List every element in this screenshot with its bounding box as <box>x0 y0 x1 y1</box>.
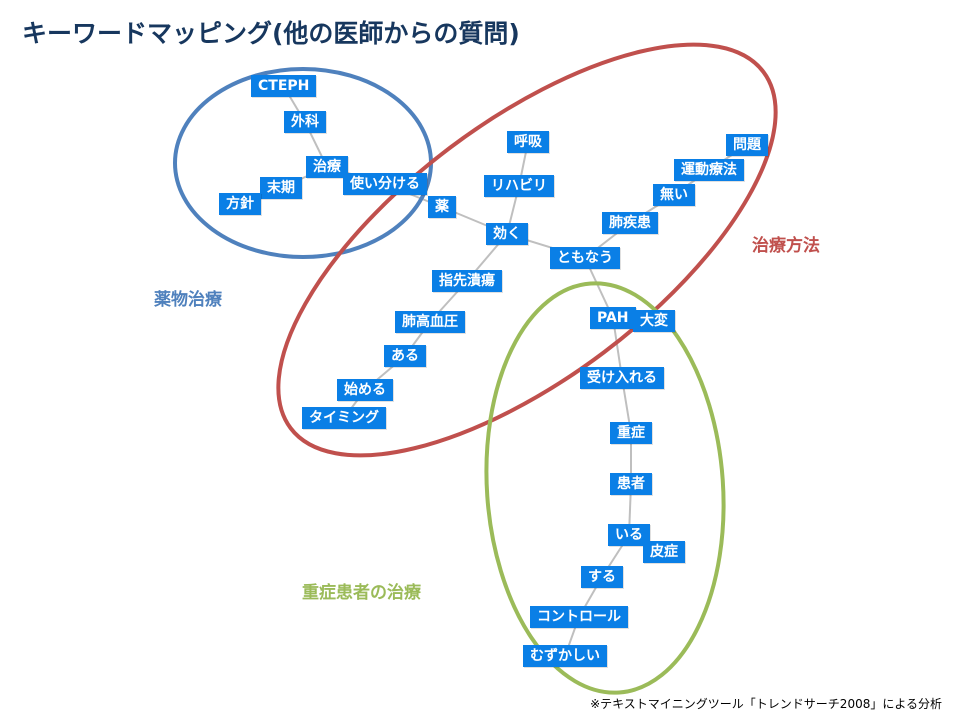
page-title: キーワードマッピング(他の医師からの質問) <box>22 19 520 48</box>
keyword-node-kanja: 患者 <box>610 473 652 495</box>
group-label-method: 治療方法 <box>752 236 820 256</box>
keyword-node-ukeireru: 受け入れる <box>580 367 664 389</box>
footnote: ※テキストマイニングツール「トレンドサーチ2008」による分析 <box>590 697 942 711</box>
keyword-node-hisho: 皮症 <box>643 541 685 563</box>
group-label-severe: 重症患者の治療 <box>302 583 421 603</box>
keyword-node-nai: 無い <box>653 184 695 206</box>
keyword-node-cteph: CTEPH <box>251 75 317 97</box>
keyword-node-shikkan: 肺疾患 <box>602 212 658 234</box>
keyword-node-kokyu: 呼吸 <box>507 131 549 153</box>
keyword-node-hajimeru: 始める <box>337 379 393 401</box>
group-label-drug: 薬物治療 <box>154 290 222 310</box>
keyword-node-taihen: 大変 <box>633 310 675 332</box>
group-ellipse-severe <box>484 281 726 695</box>
keyword-node-kiku: 効く <box>486 223 528 245</box>
keyword-node-rihabiri: リハビリ <box>484 175 554 197</box>
keyword-node-kusuri: 薬 <box>428 196 456 218</box>
keyword-node-chiryo: 治療 <box>306 156 348 178</box>
keyword-node-geka: 外科 <box>284 111 326 133</box>
keyword-node-hai_ketsuatsu: 肺高血圧 <box>395 311 465 333</box>
keyword-node-pah: PAH <box>590 307 636 329</box>
keyword-node-jusho: 重症 <box>610 422 652 444</box>
keyword-node-timing: タイミング <box>302 407 386 429</box>
group-ellipse-method <box>276 42 778 458</box>
keyword-node-tsukaiwake: 使い分ける <box>343 173 427 195</box>
keyword-node-iru: いる <box>608 524 650 546</box>
keyword-node-undo: 運動療法 <box>674 159 744 181</box>
keyword-node-mondai: 問題 <box>726 134 768 156</box>
keyword-node-suru: する <box>581 566 623 588</box>
keyword-node-houshin: 方針 <box>219 193 261 215</box>
keyword-node-muzukashii: むずかしい <box>523 645 607 667</box>
keyword-node-makki: 末期 <box>260 177 302 199</box>
keyword-node-tomonau: ともなう <box>550 247 620 269</box>
keyword-node-control: コントロール <box>530 606 628 628</box>
keyword-node-aru: ある <box>384 345 426 367</box>
keyword-node-shisen: 指先潰瘍 <box>432 270 502 292</box>
group-ellipse-drug <box>173 67 433 259</box>
